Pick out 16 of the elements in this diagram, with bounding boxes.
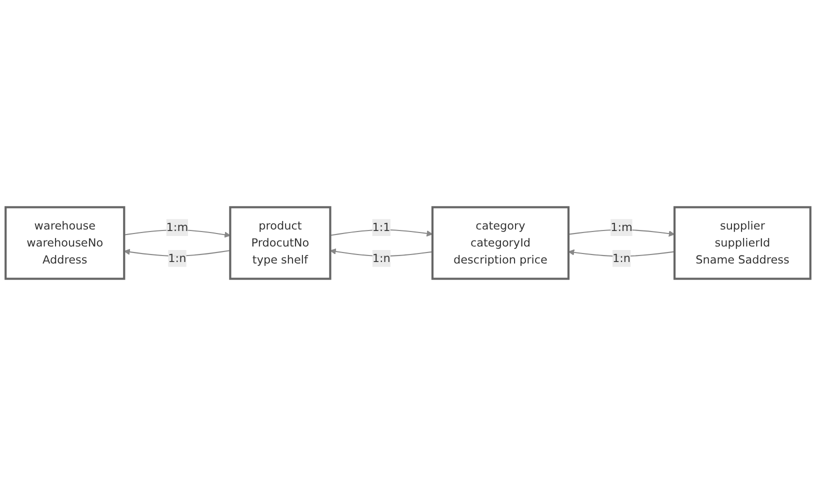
node-box: category categoryId description price <box>431 206 570 280</box>
arrow <box>568 229 675 237</box>
arrow <box>330 248 433 257</box>
edge-label: 1:m <box>610 220 632 234</box>
node-box: warehouse warehouseNo Address <box>4 206 126 280</box>
edge-label: 1:1 <box>372 220 390 234</box>
edge-label: 1:n <box>372 251 390 265</box>
arrow <box>330 229 433 237</box>
arrow <box>568 249 675 257</box>
node-box: product PrdocutNo type shelf <box>229 206 332 280</box>
node-box: supplier supplierId Sname Saddress <box>673 206 812 280</box>
edge-label: 1:m <box>166 220 188 234</box>
edge-label: 1:n <box>612 251 631 265</box>
arrow <box>124 230 230 238</box>
edge-label: 1:n <box>168 251 186 265</box>
arrow <box>124 248 230 256</box>
